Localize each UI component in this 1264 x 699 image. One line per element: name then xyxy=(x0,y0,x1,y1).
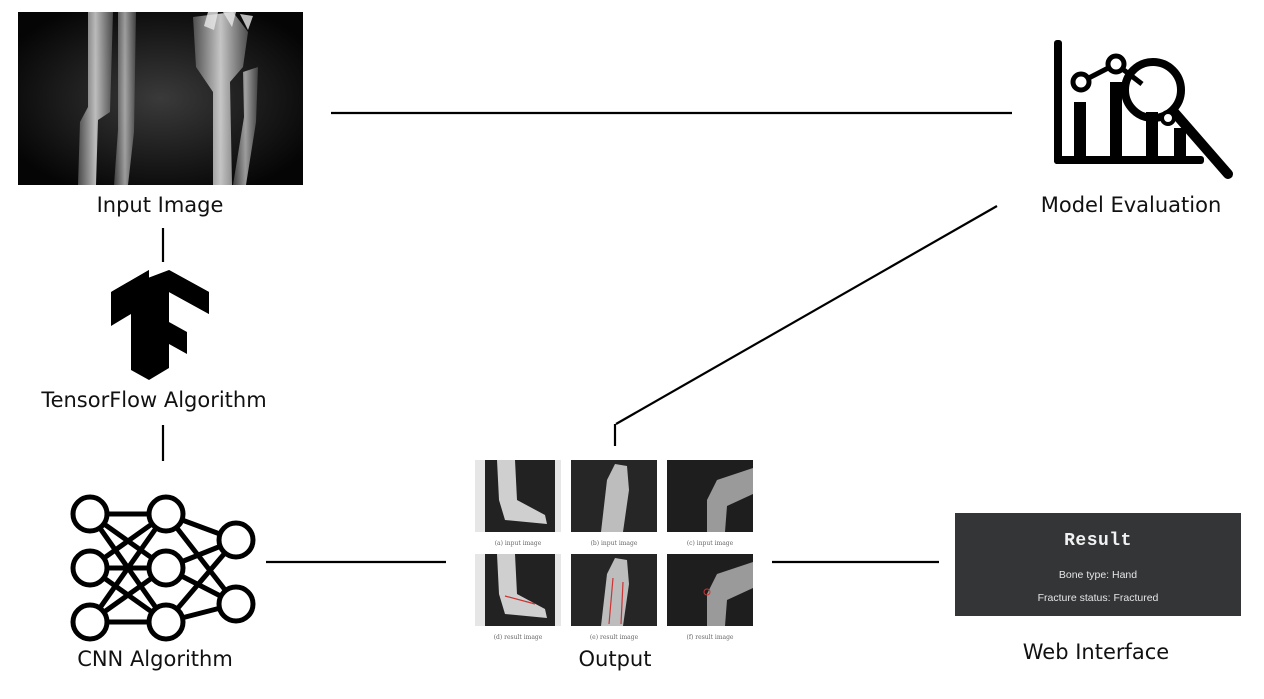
output-caption-a: (a) input image xyxy=(494,540,542,547)
output-label: Output xyxy=(578,647,652,671)
analytics-magnifier-icon xyxy=(1054,40,1233,179)
tensorflow-label: TensorFlow Algorithm xyxy=(41,388,267,412)
cnn-label: CNN Algorithm xyxy=(77,647,233,671)
web-result-panel: Result Bone type: Hand Fracture status: … xyxy=(955,513,1241,616)
bone-type-text: Bone type: Hand xyxy=(1058,569,1138,581)
output-thumb-b xyxy=(571,460,657,532)
xray-bones-graphic xyxy=(18,12,303,185)
output-caption-c: (c) input image xyxy=(686,540,734,547)
web-interface-label: Web Interface xyxy=(1022,640,1170,664)
output-caption-f: (f) result image xyxy=(686,634,734,641)
tensorflow-icon xyxy=(111,270,209,380)
input-image-label: Input Image xyxy=(96,193,224,217)
output-caption-e: (e) result image xyxy=(589,634,639,641)
output-thumb-f xyxy=(667,554,753,626)
fracture-status-text: Fracture status: Fractured xyxy=(1037,592,1159,604)
output-caption-b: (b) input image xyxy=(590,540,638,547)
result-title: Result xyxy=(1064,531,1132,551)
connector-evaluation-to-output xyxy=(615,205,998,425)
output-caption-d: (d) result image xyxy=(493,634,543,641)
model-evaluation-label: Model Evaluation xyxy=(1040,193,1222,217)
output-thumb-a xyxy=(475,460,561,532)
output-thumb-d xyxy=(475,554,561,626)
output-image-grid: (a) input image (b) input image (c) inpu… xyxy=(472,460,757,645)
output-thumb-c xyxy=(667,460,753,532)
neural-network-icon xyxy=(70,494,256,642)
output-thumb-e xyxy=(571,554,657,626)
input-xray-image xyxy=(18,12,303,185)
